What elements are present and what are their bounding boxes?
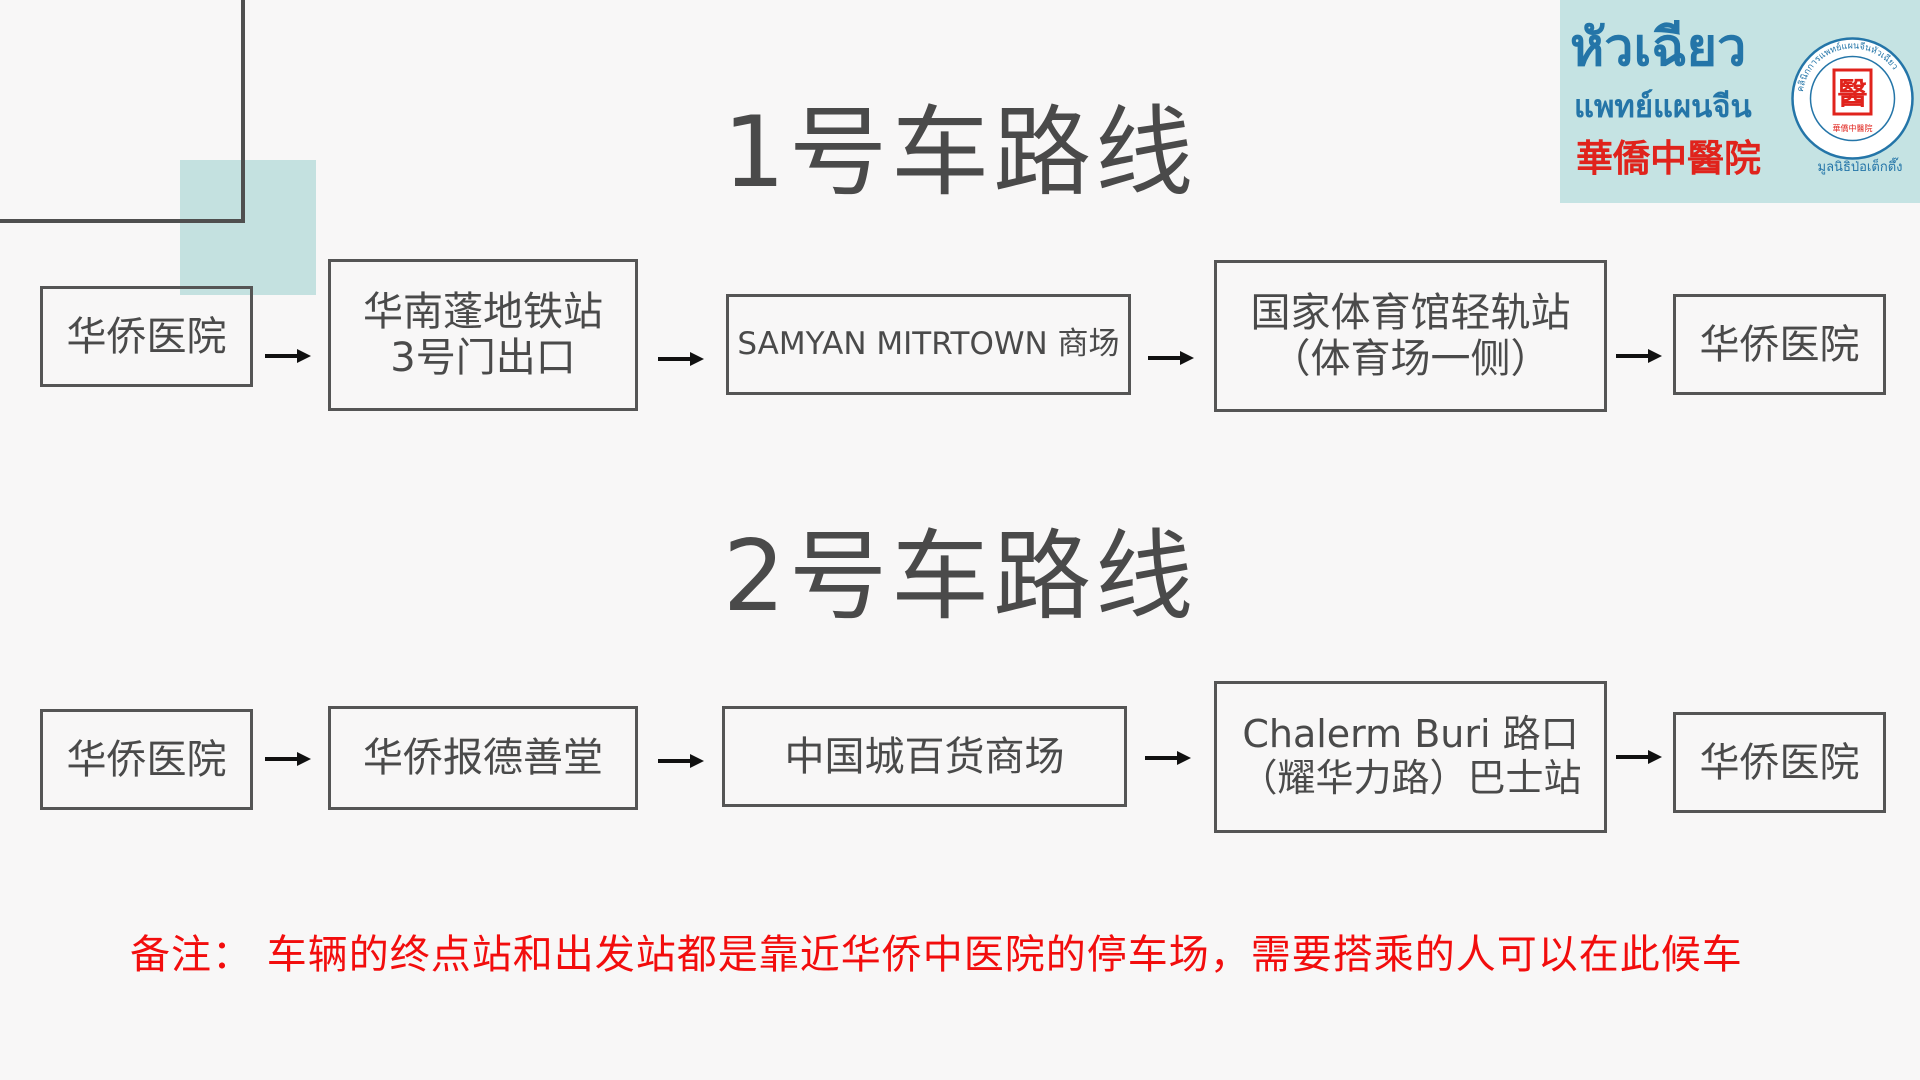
stop-label: 中国城百货商场: [784, 733, 1065, 780]
stop-label: 华侨医院: [1699, 321, 1860, 368]
clinic-seal-icon: คลินิกการแพทย์แผนจีนหัวเฉียว 醫 華僑中醫院: [1791, 37, 1914, 160]
stop-label: SAMYAN MITRTOWN 商场: [737, 325, 1120, 362]
route-2-stop-3: 中国城百货商场: [722, 706, 1127, 807]
stop-label-line-2: （体育场一侧）: [1270, 336, 1551, 382]
route-2-stop-5: 华侨医院: [1673, 712, 1886, 813]
route-1-stop-3: SAMYAN MITRTOWN 商场: [726, 294, 1131, 395]
route-1-stop-4: 国家体育馆轻轨站 （体育场一侧）: [1214, 260, 1607, 412]
route-2-title: 2号车路线: [722, 520, 1198, 634]
arrow-icon: [658, 753, 704, 769]
arrow-icon: [1616, 348, 1662, 364]
stop-label-line-2: 3号门出口: [390, 335, 576, 381]
route-2-stop-4: Chalerm Buri 路口 （耀华力路）巴士站: [1214, 681, 1607, 833]
stop-label: 华侨医院: [1699, 739, 1860, 786]
logo-thai-subtitle: แพทย์แผนจีน: [1574, 89, 1752, 125]
route-1-stop-5: 华侨医院: [1673, 294, 1886, 395]
footnote: 备注： 车辆的终点站和出发站都是靠近华侨中医院的停车场，需要搭乘的人可以在此候车: [130, 932, 1743, 978]
clinic-logo: หัวเฉียว แพทย์แผนจีน 華僑中醫院 คลินิกการแพทย…: [1560, 0, 1920, 203]
stop-label: 华侨医院: [66, 736, 227, 783]
stop-label-line-1: 国家体育馆轻轨站: [1250, 290, 1571, 336]
route-1-stop-1: 华侨医院: [40, 286, 253, 387]
decorative-corner-frame: [0, 0, 245, 223]
decorative-square: [180, 160, 316, 295]
arrow-icon: [265, 751, 311, 767]
route-1-stop-2: 华南蓬地铁站 3号门出口: [328, 259, 638, 411]
stop-label-line-1: Chalerm Buri 路口: [1242, 712, 1579, 757]
route-2-stop-2: 华侨报德善堂: [328, 706, 638, 810]
logo-chinese-name: 華僑中醫院: [1576, 137, 1761, 180]
stop-label: 华侨医院: [66, 313, 227, 360]
stop-label: 华侨报德善堂: [363, 735, 603, 781]
arrow-icon: [1145, 750, 1191, 766]
route-2-stop-1: 华侨医院: [40, 709, 253, 810]
arrow-icon: [658, 351, 704, 367]
seal-char: 醫: [1838, 77, 1868, 112]
logo-thai-name: หัวเฉียว: [1570, 18, 1747, 78]
stop-label-line-2: （耀华力路）巴士站: [1239, 756, 1582, 800]
arrow-icon: [1616, 749, 1662, 765]
seal-inner-text: 華僑中醫院: [1833, 123, 1873, 133]
stop-label-line-1: 华南蓬地铁站: [363, 289, 603, 335]
route-1-title: 1号车路线: [722, 96, 1198, 210]
arrow-icon: [1148, 350, 1194, 366]
arrow-icon: [265, 348, 311, 364]
seal-caption: มูลนิธิป่อเต็กตึ๊ง: [1817, 160, 1903, 175]
